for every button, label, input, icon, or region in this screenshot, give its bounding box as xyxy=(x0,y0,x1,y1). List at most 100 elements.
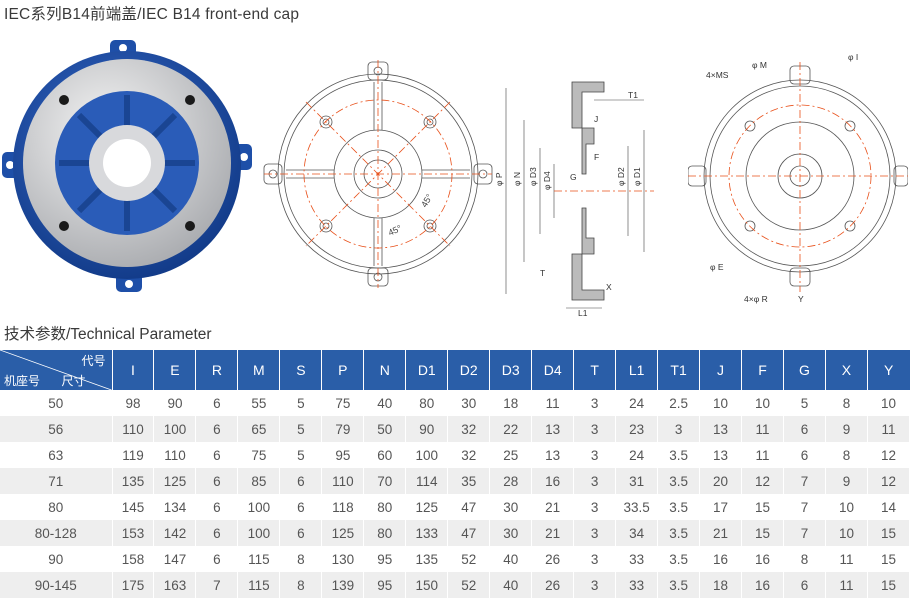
table-cell: 47 xyxy=(447,494,491,520)
table-cell: 6 xyxy=(195,520,239,546)
label-n: φ N xyxy=(512,172,522,186)
table-cell: 163 xyxy=(153,572,197,598)
table-cell: 80 xyxy=(363,520,407,546)
table-cell: 3 xyxy=(657,416,701,442)
corner-size-label: 尺寸 xyxy=(61,374,86,388)
table-cell: 11 xyxy=(741,416,784,442)
table-cell: 85 xyxy=(237,468,281,494)
frame-size-cell: 50 xyxy=(0,390,113,416)
label-ms: 4×MS xyxy=(706,70,729,80)
table-cell: 100 xyxy=(153,416,197,442)
table-cell: 15 xyxy=(867,572,910,598)
table-cell: 125 xyxy=(405,494,449,520)
label-j: J xyxy=(594,114,598,124)
table-cell: 33.5 xyxy=(615,494,659,520)
label-d4: φ D4 xyxy=(542,171,552,190)
table-cell: 6 xyxy=(279,520,323,546)
table-cell: 34 xyxy=(615,520,659,546)
label-l1: L1 xyxy=(578,308,588,318)
table-cell: 10 xyxy=(825,520,868,546)
table-cell: 119 xyxy=(112,442,155,468)
frame-size-cell: 56 xyxy=(0,416,113,442)
table-cell: 40 xyxy=(489,572,533,598)
table-cell: 70 xyxy=(363,468,407,494)
table-cell: 28 xyxy=(489,468,533,494)
table-cell: 3 xyxy=(573,546,617,572)
table-cell: 7 xyxy=(783,520,826,546)
table-cell: 15 xyxy=(867,546,910,572)
front-view-drawing: 45° 45° xyxy=(263,60,493,288)
table-cell: 52 xyxy=(447,546,491,572)
table-cell: 21 xyxy=(699,520,743,546)
table-cell: 3 xyxy=(573,520,617,546)
table-cell: 3 xyxy=(573,390,617,416)
table-cell: 110 xyxy=(153,442,197,468)
table-cell: 5 xyxy=(279,416,323,442)
section-title: 技术参数/Technical Parameter xyxy=(4,326,212,343)
table-cell: 79 xyxy=(321,416,365,442)
table-cell: 5 xyxy=(279,442,323,468)
table-cell: 115 xyxy=(237,546,281,572)
table-cell: 6 xyxy=(195,494,239,520)
column-header: R xyxy=(195,350,239,390)
column-header: D1 xyxy=(405,350,449,390)
section-view-drawing: T1 J F φ P φ N φ D3 φ D4 G φ D2 φ D1 T X… xyxy=(494,81,654,318)
corner-diagonal xyxy=(0,350,112,390)
table-cell: 24 xyxy=(615,390,659,416)
column-header: D2 xyxy=(447,350,491,390)
table-cell: 95 xyxy=(363,546,407,572)
table-cell: 33 xyxy=(615,546,659,572)
table-cell: 80 xyxy=(405,390,449,416)
table-cell: 50 xyxy=(363,416,407,442)
table-cell: 14 xyxy=(867,494,910,520)
label-x: X xyxy=(606,282,612,292)
table-cell: 26 xyxy=(531,572,575,598)
table-cell: 3.5 xyxy=(657,546,701,572)
column-header: D3 xyxy=(489,350,533,390)
table-cell: 6 xyxy=(195,442,239,468)
table-cell: 30 xyxy=(489,494,533,520)
table-cell: 16 xyxy=(741,546,784,572)
table-cell: 6 xyxy=(195,468,239,494)
frame-size-cell: 80 xyxy=(0,494,113,520)
table-cell: 24 xyxy=(615,442,659,468)
corner-code-label: 代号 xyxy=(81,354,106,368)
label-t: T xyxy=(540,268,545,278)
table-cell: 33 xyxy=(615,572,659,598)
table-cell: 134 xyxy=(153,494,197,520)
table-cell: 7 xyxy=(783,494,826,520)
table-cell: 11 xyxy=(741,442,784,468)
column-header: M xyxy=(237,350,281,390)
table-cell: 8 xyxy=(279,546,323,572)
table-cell: 153 xyxy=(112,520,155,546)
table-cell: 3.5 xyxy=(657,494,701,520)
table-cell: 100 xyxy=(405,442,449,468)
table-cell: 11 xyxy=(867,416,910,442)
column-header: F xyxy=(741,350,784,390)
table-cell: 13 xyxy=(699,416,743,442)
table-cell: 95 xyxy=(363,572,407,598)
table-cell: 75 xyxy=(237,442,281,468)
table-cell: 125 xyxy=(153,468,197,494)
table-cell: 32 xyxy=(447,442,491,468)
table-cell: 16 xyxy=(699,546,743,572)
frame-size-cell: 90 xyxy=(0,546,113,572)
table-cell: 26 xyxy=(531,546,575,572)
table-cell: 15 xyxy=(741,494,784,520)
table-cell: 10 xyxy=(699,390,743,416)
label-g: G xyxy=(570,172,577,182)
table-cell: 21 xyxy=(531,520,575,546)
table-cell: 3.5 xyxy=(657,520,701,546)
table-cell: 3 xyxy=(573,494,617,520)
table-cell: 60 xyxy=(363,442,407,468)
table-cell: 3 xyxy=(573,468,617,494)
table-cell: 30 xyxy=(489,520,533,546)
page-title: IEC系列B14前端盖/IEC B14 front-end cap xyxy=(4,6,300,23)
table-cell: 8 xyxy=(825,390,868,416)
label-p: φ P xyxy=(494,172,504,186)
table-cell: 6 xyxy=(279,468,323,494)
